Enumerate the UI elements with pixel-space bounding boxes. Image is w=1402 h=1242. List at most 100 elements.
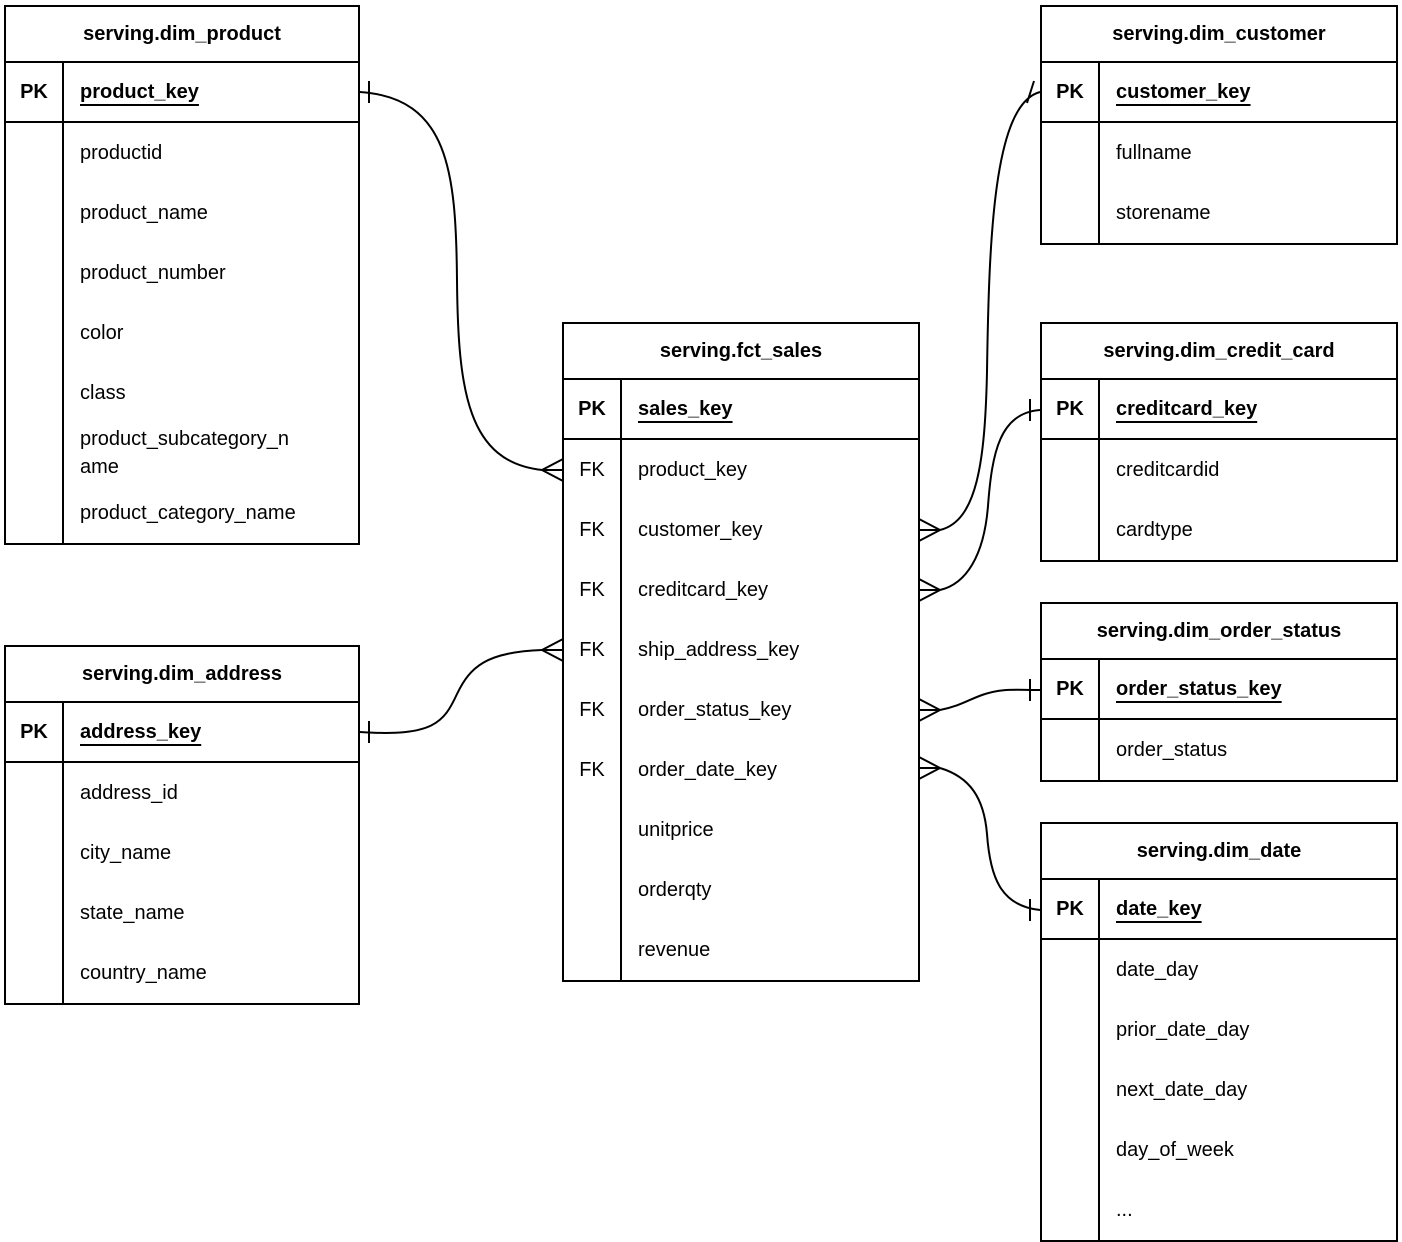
table-title: serving.dim_address bbox=[6, 647, 358, 703]
table-body: date_day prior_date_day next_date_day da… bbox=[1042, 940, 1396, 1240]
table-body: fullname storename bbox=[1042, 123, 1396, 243]
relationship-line bbox=[939, 688, 1041, 711]
field-name: product_number bbox=[80, 262, 226, 284]
field-name: ship_address_key bbox=[638, 639, 800, 661]
field-name: country_name bbox=[80, 962, 207, 984]
pk-field-name: creditcard_key bbox=[1116, 398, 1258, 420]
field-name: product_name bbox=[80, 202, 208, 224]
key-badge bbox=[6, 123, 64, 183]
table-body: address_id city_name state_name country_… bbox=[6, 763, 358, 1003]
relationship-line bbox=[939, 767, 1041, 911]
pk-row: PK order_status_key bbox=[1042, 660, 1396, 720]
field-name: creditcardid bbox=[1116, 459, 1220, 481]
field-name: revenue bbox=[638, 939, 711, 961]
field-row: product_number bbox=[6, 243, 358, 303]
one-tick-icon bbox=[1026, 80, 1035, 104]
key-badge bbox=[564, 920, 622, 980]
table-dim-credit-card: serving.dim_credit_card PK creditcard_ke… bbox=[1040, 322, 1398, 562]
field-name: orderqty bbox=[638, 879, 712, 901]
field-row: city_name bbox=[6, 823, 358, 883]
field-row: FK ship_address_key bbox=[564, 620, 918, 680]
field-row: prior_date_day bbox=[1042, 1000, 1396, 1060]
table-title: serving.dim_credit_card bbox=[1042, 324, 1396, 380]
key-badge bbox=[6, 423, 64, 483]
table-body: FK product_key FK customer_key FK credit… bbox=[564, 440, 918, 980]
relationship-date bbox=[918, 756, 1041, 921]
crow-foot-many-icon bbox=[541, 458, 564, 482]
relationship-address bbox=[359, 638, 564, 743]
pk-badge: PK bbox=[6, 63, 64, 121]
fk-badge: FK bbox=[564, 620, 622, 680]
key-badge bbox=[6, 363, 64, 423]
crow-foot-many-icon bbox=[541, 638, 564, 662]
relationship-line bbox=[359, 91, 543, 471]
pk-field-name: date_key bbox=[1116, 898, 1202, 920]
field-name: ... bbox=[1116, 1199, 1133, 1221]
pk-badge: PK bbox=[1042, 880, 1100, 938]
pk-row: PK product_key bbox=[6, 63, 358, 123]
field-name: class bbox=[80, 382, 126, 404]
pk-row: PK date_key bbox=[1042, 880, 1396, 940]
field-row: product_category_name bbox=[6, 483, 358, 543]
key-badge bbox=[1042, 1000, 1100, 1060]
field-name: creditcard_key bbox=[638, 579, 769, 601]
field-row: cardtype bbox=[1042, 500, 1396, 560]
table-title: serving.dim_order_status bbox=[1042, 604, 1396, 660]
field-name: product_subcategory_name bbox=[80, 428, 290, 478]
key-badge bbox=[6, 183, 64, 243]
key-badge bbox=[1042, 940, 1100, 1000]
key-badge bbox=[1042, 720, 1100, 780]
table-title: serving.dim_date bbox=[1042, 824, 1396, 880]
fk-badge: FK bbox=[564, 680, 622, 740]
field-row: unitprice bbox=[564, 800, 918, 860]
key-badge bbox=[6, 883, 64, 943]
field-row: storename bbox=[1042, 183, 1396, 243]
key-badge bbox=[6, 303, 64, 363]
field-name: customer_key bbox=[638, 519, 763, 541]
field-row: productid bbox=[6, 123, 358, 183]
table-title: serving.dim_product bbox=[6, 7, 358, 63]
key-badge bbox=[1042, 1180, 1100, 1240]
pk-badge: PK bbox=[6, 703, 64, 761]
table-title: serving.dim_customer bbox=[1042, 7, 1396, 63]
field-row: revenue bbox=[564, 920, 918, 980]
pk-badge: PK bbox=[1042, 660, 1100, 718]
key-badge bbox=[564, 860, 622, 920]
field-row: orderqty bbox=[564, 860, 918, 920]
key-badge bbox=[6, 483, 64, 543]
field-row: FK product_key bbox=[564, 440, 918, 500]
field-row: product_subcategory_name bbox=[6, 423, 358, 483]
table-dim-date: serving.dim_date PK date_key date_day pr… bbox=[1040, 822, 1398, 1242]
fk-badge: FK bbox=[564, 440, 622, 500]
table-dim-customer: serving.dim_customer PK customer_key ful… bbox=[1040, 5, 1398, 245]
pk-field-name: address_key bbox=[80, 721, 202, 743]
field-row: creditcardid bbox=[1042, 440, 1396, 500]
crow-foot-many-icon bbox=[918, 518, 941, 542]
pk-field-name: product_key bbox=[80, 81, 199, 103]
table-body: productid product_name product_number co… bbox=[6, 123, 358, 543]
field-row: next_date_day bbox=[1042, 1060, 1396, 1120]
field-name: state_name bbox=[80, 902, 185, 924]
field-name: product_key bbox=[638, 459, 747, 481]
key-badge bbox=[1042, 500, 1100, 560]
pk-row: PK address_key bbox=[6, 703, 358, 763]
table-dim-order-status: serving.dim_order_status PK order_status… bbox=[1040, 602, 1398, 782]
key-badge bbox=[1042, 123, 1100, 183]
key-badge bbox=[6, 243, 64, 303]
field-row: country_name bbox=[6, 943, 358, 1003]
field-name: storename bbox=[1116, 202, 1211, 224]
field-name: unitprice bbox=[638, 819, 714, 841]
key-badge bbox=[6, 763, 64, 823]
field-name: city_name bbox=[80, 842, 172, 864]
pk-badge: PK bbox=[1042, 380, 1100, 438]
pk-field-name: order_status_key bbox=[1116, 678, 1282, 700]
table-title: serving.fct_sales bbox=[564, 324, 918, 380]
field-name: order_status bbox=[1116, 739, 1228, 761]
pk-row: PK sales_key bbox=[564, 380, 918, 440]
field-row: ... bbox=[1042, 1180, 1396, 1240]
relationship-customer bbox=[918, 80, 1041, 542]
fk-badge: FK bbox=[564, 500, 622, 560]
field-name: color bbox=[80, 322, 124, 344]
table-dim-address: serving.dim_address PK address_key addre… bbox=[4, 645, 360, 1005]
